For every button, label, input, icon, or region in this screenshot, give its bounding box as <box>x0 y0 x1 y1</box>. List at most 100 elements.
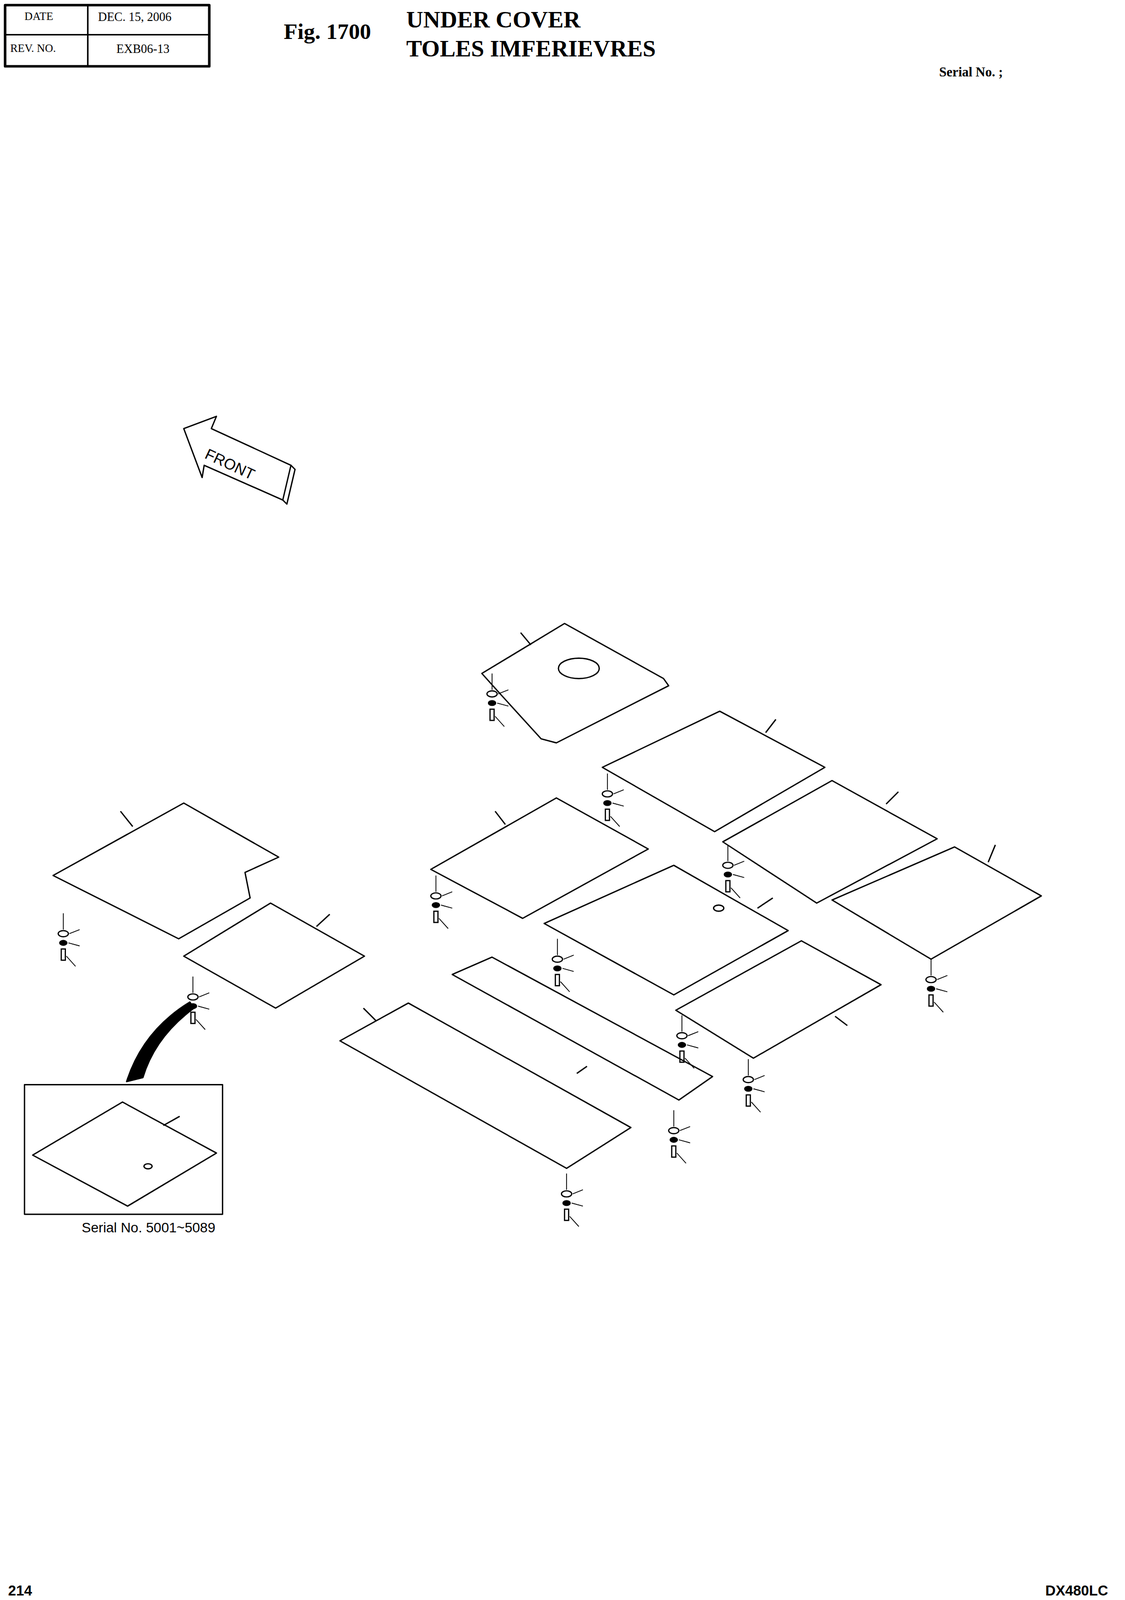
fastener <box>613 789 624 794</box>
fastener <box>569 1216 579 1227</box>
serial-range: Serial No. 5001~5089 <box>81 1220 216 1235</box>
fastener <box>744 1086 752 1092</box>
table-header: DATE <box>24 10 53 22</box>
fastener <box>571 1202 583 1206</box>
fastener <box>439 918 449 929</box>
fastener <box>561 1190 572 1197</box>
fastener <box>686 1045 698 1049</box>
fastener <box>554 966 562 971</box>
fastener <box>495 716 505 727</box>
fastener <box>192 976 194 994</box>
fastener <box>725 880 730 892</box>
fastener <box>743 1076 754 1083</box>
fastener <box>432 902 440 908</box>
fastener <box>490 709 495 721</box>
fastener <box>66 956 76 967</box>
fastener <box>753 1089 765 1093</box>
fastener <box>572 1189 583 1194</box>
fastener <box>747 1059 749 1076</box>
fastener <box>552 956 563 963</box>
fastener <box>676 1152 686 1163</box>
fastener <box>190 1012 195 1024</box>
inset-frame <box>24 1084 223 1214</box>
fastener <box>722 862 733 869</box>
fastener <box>435 875 437 893</box>
cover-panel <box>452 957 713 1101</box>
table-rule <box>86 4 89 67</box>
fastener <box>676 1032 687 1039</box>
fastener <box>488 700 496 706</box>
fastener <box>59 940 67 946</box>
fastener <box>687 1031 698 1036</box>
fastener <box>724 872 732 877</box>
fastener <box>668 1127 679 1134</box>
table-header: REV. NO. <box>9 42 56 54</box>
fastener <box>434 911 439 923</box>
fastener <box>681 1015 683 1033</box>
figure-title-french: TOLES IMFERIEVRES <box>406 36 656 61</box>
serial-note: Serial No. ; <box>939 65 1004 79</box>
revision-value: EXB06-13 <box>116 42 170 56</box>
fastener <box>498 689 509 694</box>
front-arrow-side <box>282 465 296 505</box>
page-number: 214 <box>7 1583 32 1599</box>
date-value: DEC. 15, 2006 <box>97 10 172 24</box>
fastener <box>555 974 560 986</box>
fastener <box>61 949 66 961</box>
front-arrow <box>183 416 292 501</box>
cover-hole <box>143 1163 152 1169</box>
cover-panel <box>340 1003 631 1169</box>
fastener <box>562 968 574 972</box>
fastener <box>934 1002 944 1013</box>
fastener <box>562 1200 570 1206</box>
fastener <box>929 995 934 1007</box>
fastener <box>733 861 744 866</box>
fastener <box>198 993 209 998</box>
fastener <box>930 959 932 976</box>
fastener <box>68 942 80 946</box>
figure-number: Fig. 1700 <box>283 20 372 43</box>
fastener <box>610 816 620 827</box>
fastener <box>62 913 64 930</box>
fastener <box>564 1209 569 1221</box>
fastener <box>606 773 608 790</box>
fastener <box>197 1006 209 1010</box>
fastener <box>487 690 498 697</box>
inset-pointer <box>126 1002 194 1082</box>
fastener <box>560 981 570 992</box>
fastener <box>678 1139 690 1143</box>
fastener <box>442 891 453 896</box>
fastener <box>679 1051 684 1063</box>
fastener <box>671 1145 676 1157</box>
fastener <box>727 844 729 862</box>
cover-panel <box>831 846 1042 960</box>
fastener <box>557 938 559 956</box>
header-table <box>4 4 210 67</box>
fastener <box>679 1126 690 1131</box>
fastener <box>684 1058 694 1069</box>
fastener <box>612 803 624 807</box>
fastener <box>754 1075 765 1080</box>
fastener <box>936 988 948 992</box>
cover-panel <box>32 1102 217 1206</box>
cover-panel <box>722 780 938 904</box>
fastener <box>565 1173 567 1190</box>
fastener <box>605 809 610 821</box>
figure-title: UNDER COVER <box>406 7 581 32</box>
fastener <box>602 790 613 797</box>
part-leaders <box>120 632 996 1126</box>
table-rule <box>4 33 210 36</box>
fastener <box>69 929 80 934</box>
cover-hole <box>713 905 724 912</box>
fastener <box>491 673 493 690</box>
cover-panel <box>183 903 365 1009</box>
fastener <box>441 905 453 909</box>
fastener <box>603 800 611 806</box>
fastener <box>430 892 441 899</box>
fastener <box>497 702 509 706</box>
fastener <box>751 1102 761 1113</box>
cover-panel <box>602 711 825 832</box>
fastener <box>927 986 935 992</box>
fastener <box>730 887 740 898</box>
